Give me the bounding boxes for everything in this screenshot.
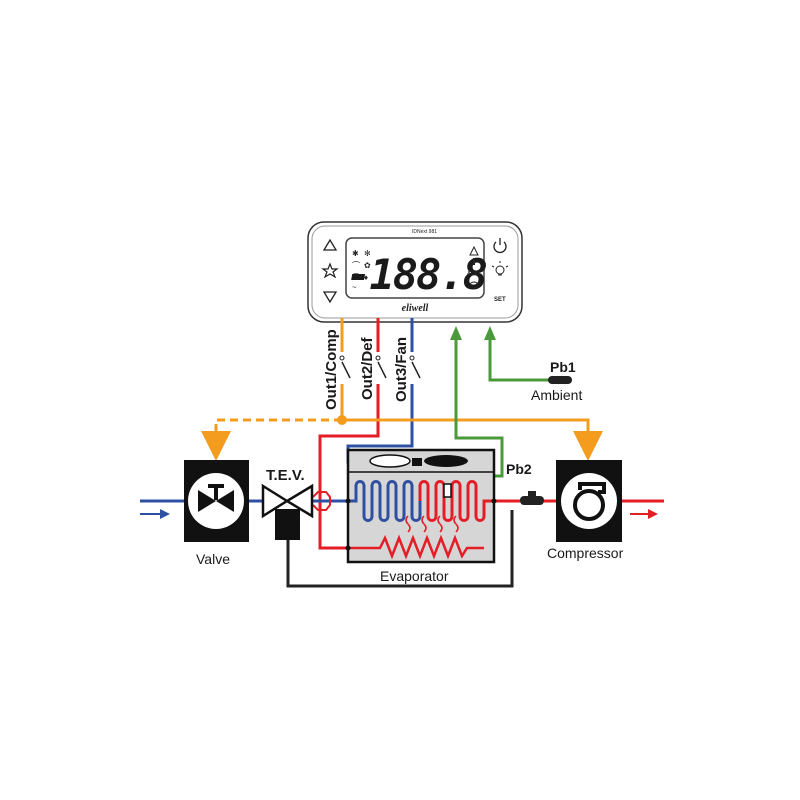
evaporator: Evaporator [345,448,497,584]
tev: T.E.V. [261,467,314,540]
fan-icon: ✻ [364,249,371,258]
compressor-icon: ⌒ [352,261,360,270]
out2-switch [377,361,387,379]
compressor: Compressor [547,460,624,561]
lcd-display [345,237,485,299]
warning-icon [469,245,479,256]
aux-label: AUX [467,271,478,277]
power-icon [493,238,507,254]
defrost-icon: ✿ [364,261,371,270]
star-button[interactable] [321,262,339,279]
light-icon [491,261,509,276]
fan-icon [369,454,468,468]
pb2-label: Pb2 [506,461,532,477]
cold-coil [348,480,422,522]
refrigerant-lines [140,491,664,588]
snowflake-icon: ✱ [352,249,359,258]
down-button[interactable] [322,291,338,304]
solenoid-valve: Valve [184,460,249,567]
hot-coil [418,480,494,522]
pb1-sublabel: Ambient [531,387,582,403]
pb1-wire [488,330,552,382]
lcd-icons-left: ✱ ✻ ⌒ ✿ ⌒ ♦ ~ [352,249,371,292]
flame-icon: ♦ [364,273,368,282]
valve-control-wire [201,418,342,461]
wave-icon: ~ [352,283,357,292]
out3-label: Out3/Fan [393,337,410,402]
down-arrow-icon [322,291,338,304]
thermometer-icon [473,258,475,265]
pb2-probe: Pb2 [506,461,544,505]
defrost-heater [348,534,484,560]
set-button[interactable]: SET [494,297,506,303]
compressor-control-wire [342,418,603,461]
star-icon [321,262,339,279]
power-button[interactable] [493,238,507,254]
out1-switch [341,361,351,379]
controller: IDNext 981 ✱ ✻ ⌒ ✿ ⌒ ♦ ~ -188.8 AUX [307,221,523,323]
out2-label: Out2/Def [359,336,376,400]
valve-label: Valve [196,551,230,567]
tev-label: T.E.V. [266,467,305,484]
alarm-small-icon: ⌒ [352,273,360,282]
up-arrow-icon [322,238,338,251]
pb1-probe: Pb1 Ambient [531,359,582,403]
out3-switch [411,361,421,379]
compressor-label: Compressor [547,545,624,561]
out1-label: Out1/Comp [323,329,340,410]
pb1-label: Pb1 [550,359,576,375]
evaporator-label: Evaporator [380,568,449,584]
bell-icon [469,281,479,289]
controller-model: IDNext 981 [412,229,437,235]
lcd-icons-right: AUX [467,245,479,289]
brand-logo: eliwell [402,303,429,314]
up-button[interactable] [322,238,338,251]
display-value: -188.8 [346,250,486,299]
light-button[interactable] [491,261,509,276]
